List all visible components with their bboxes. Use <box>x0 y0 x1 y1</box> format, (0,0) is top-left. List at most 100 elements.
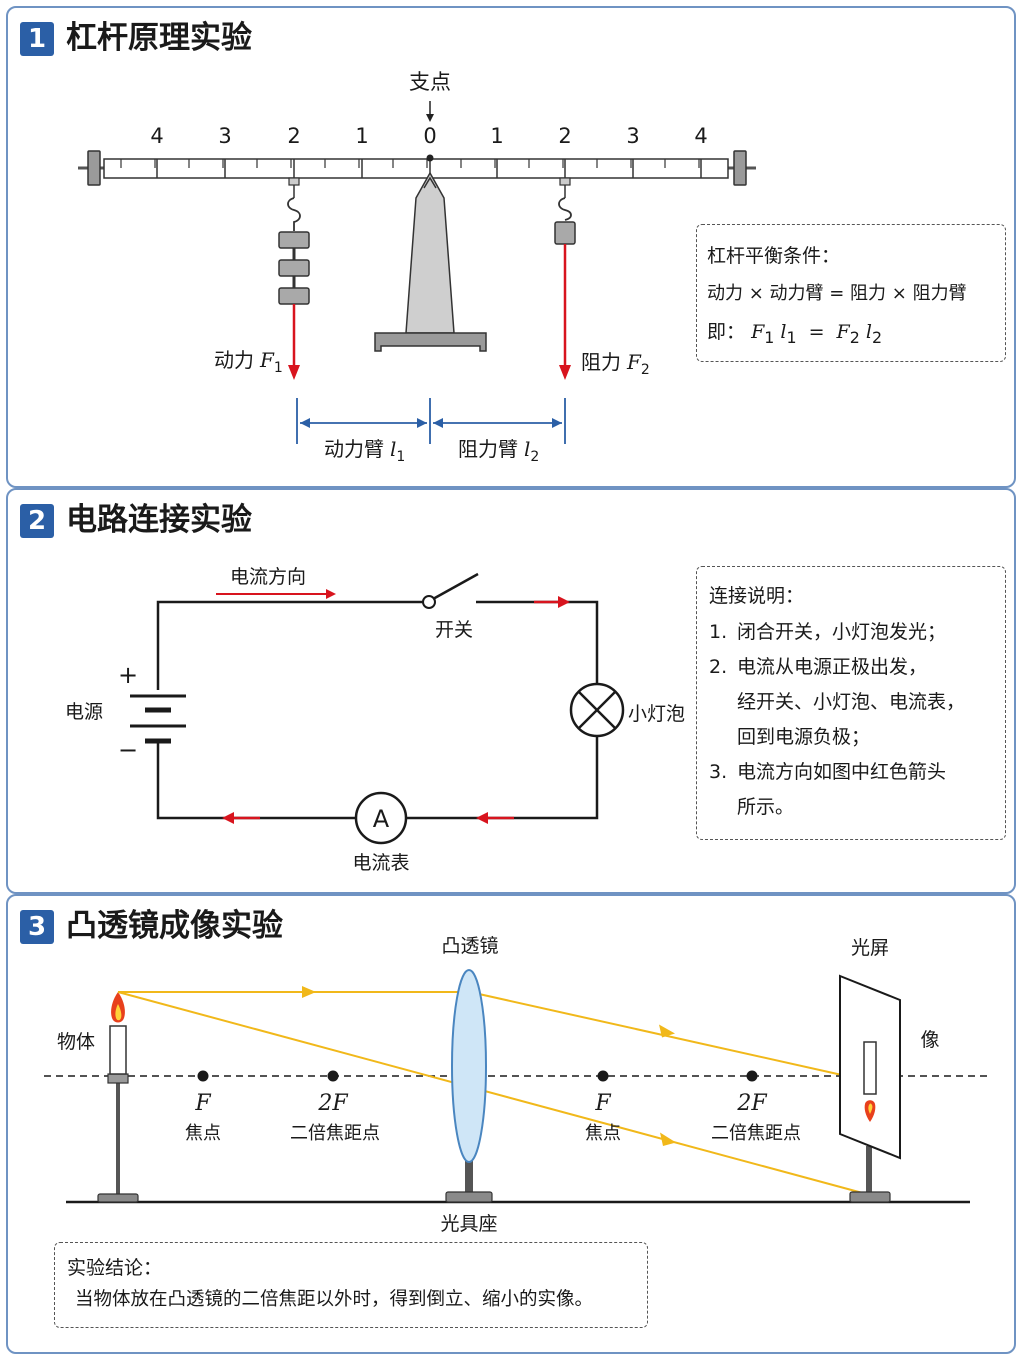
current-direction-label: 电流方向 <box>230 566 306 588</box>
note-item-number <box>709 790 737 825</box>
connection-note: 连接说明： 1.闭合开关，小灯泡发光；2.电流从电源正极出发，经开关、小灯泡、电… <box>696 566 1006 840</box>
focal-right-symbol: F <box>594 1091 611 1116</box>
scale-right-3: 3 <box>626 124 639 148</box>
note-item-text: 电流从电源正极出发， <box>737 656 928 678</box>
fulcrum-pivot <box>426 154 434 162</box>
conclusion-title: 实验结论： <box>67 1257 163 1279</box>
candle-stand-base <box>97 1193 139 1203</box>
note-list-item: 经开关、小灯泡、电流表， <box>709 685 993 720</box>
ray-arrowhead <box>660 1132 676 1146</box>
switch-label: 开关 <box>435 619 473 641</box>
note-list: 1. 闭合开关，小灯泡发光； 2. 电流从电源正极出发， 经开关、小灯泡、电流表，回到电… <box>709 615 993 825</box>
lever-end-nut-right <box>733 150 747 186</box>
current-arrowhead-top <box>558 596 570 608</box>
screen-stand-base <box>849 1191 891 1203</box>
convex-lens <box>451 969 487 1163</box>
ammeter-symbol <box>354 791 408 845</box>
lever-ticks <box>120 159 702 178</box>
scale-left-3: 3 <box>218 124 231 148</box>
double-focal-point-right <box>746 1070 758 1082</box>
note-item-number: 1. <box>709 621 728 643</box>
stand-base <box>374 332 487 352</box>
note-list-item: 所示。 <box>709 790 993 825</box>
wire-top-left <box>156 600 424 690</box>
battery-minus-sign: − <box>118 736 138 764</box>
switch-blade <box>432 572 479 601</box>
wire-bottom-left <box>156 740 356 820</box>
bulb-cross <box>578 691 616 729</box>
note-formula-symbols: 即： F1 l1 = F2 l2 <box>707 321 883 347</box>
wire-bottom-right <box>406 735 599 820</box>
panel-number-badge: 1 <box>20 22 54 56</box>
scale-left-4: 4 <box>150 124 163 148</box>
right-weight <box>554 221 576 245</box>
left-hook <box>287 197 301 231</box>
double-focal-point-left <box>327 1070 339 1082</box>
inverted-flame-core <box>868 1103 873 1114</box>
lens-diagram: 光具座 物体 凸透镜 光屏 像 F 焦点 <box>44 935 992 1235</box>
focal-left-symbol: F <box>194 1091 211 1116</box>
balance-condition-note: 杠杆平衡条件： 动力 × 动力臂 = 阻力 × 阻力臂 即： F1 l1 = F… <box>696 224 1006 362</box>
wire-top-right <box>476 600 599 685</box>
power-source-label: 电源 <box>65 701 103 723</box>
fulcrum-stand <box>405 171 455 334</box>
double-focal-right-symbol: 2F <box>736 1091 767 1116</box>
note-list-item: 回到电源负极； <box>709 720 993 755</box>
scale-right-1: 1 <box>490 124 503 148</box>
left-weight-1 <box>278 231 310 249</box>
dim-arrow <box>552 418 562 428</box>
fulcrum-pointer-head <box>426 114 434 122</box>
left-hanger-clip <box>288 177 300 186</box>
panel-title: 杠杆原理实验 <box>66 20 252 56</box>
inverted-image-candle <box>863 1041 877 1095</box>
right-hook <box>558 197 572 221</box>
ray-arrowhead <box>302 986 316 998</box>
effort-force-arrowhead <box>288 365 300 380</box>
panel-number-badge: 2 <box>20 504 54 538</box>
note-item-number <box>709 685 737 720</box>
load-force-arrowhead <box>559 365 571 380</box>
panel-title: 凸透镜成像实验 <box>66 908 283 944</box>
left-weight-2 <box>278 259 310 277</box>
circuit-panel: 2 电路连接实验 电流方向 开关 + − 电源 小灯泡 A 电流表 <box>6 488 1016 894</box>
focal-point-left <box>197 1070 209 1082</box>
double-focal-left-symbol: 2F <box>317 1091 348 1116</box>
bulb-label: 小灯泡 <box>628 703 685 725</box>
note-item-text: 所示。 <box>737 796 795 818</box>
double-focal-left-label: 二倍焦距点 <box>290 1123 380 1144</box>
screen-stand-pole <box>866 1146 872 1196</box>
dim-arrow <box>300 418 310 428</box>
current-arrowhead-bottom-left <box>222 812 234 824</box>
lever-end-nut-left <box>87 150 101 186</box>
left-weight-3 <box>278 287 310 305</box>
circuit-diagram: 电流方向 开关 + − 电源 小灯泡 A 电流表 <box>65 566 685 874</box>
scale-zero: 0 <box>423 124 436 148</box>
candle-flame-core <box>115 1004 122 1021</box>
lens-label: 凸透镜 <box>441 935 498 957</box>
note-item-number: 2. <box>709 656 728 678</box>
battery-plus-sign: + <box>118 661 138 689</box>
focal-left-label: 焦点 <box>185 1123 221 1144</box>
double-focal-right-label: 二倍焦距点 <box>711 1123 801 1144</box>
lever-panel: 1 杠杆原理实验 支点 4 3 2 1 0 1 2 3 4 <box>6 6 1016 488</box>
current-arrowhead-bottom-right <box>476 812 488 824</box>
candle-body <box>109 1025 127 1075</box>
candle-stand-pole <box>116 1080 120 1196</box>
dim-arrow <box>433 418 443 428</box>
ray-arrowhead <box>659 1024 675 1038</box>
conclusion-text: 当物体放在凸透镜的二倍焦距以外时，得到倒立、缩小的实像。 <box>75 1289 594 1310</box>
object-label: 物体 <box>57 1031 95 1053</box>
current-direction-arrowhead <box>326 589 336 599</box>
note-list-item: 1. 闭合开关，小灯泡发光； <box>709 615 993 650</box>
note-list-item: 3.电流方向如图中红色箭头 <box>709 755 993 790</box>
light-ray-central <box>117 991 871 1196</box>
lens-panel: 3 凸透镜成像实验 光具座 物体 凸透镜 光屏 <box>6 894 1016 1354</box>
focal-right-label: 焦点 <box>585 1123 621 1144</box>
note-item-number: 3. <box>709 761 728 783</box>
note-item-text: 闭合开关，小灯泡发光； <box>737 621 947 643</box>
